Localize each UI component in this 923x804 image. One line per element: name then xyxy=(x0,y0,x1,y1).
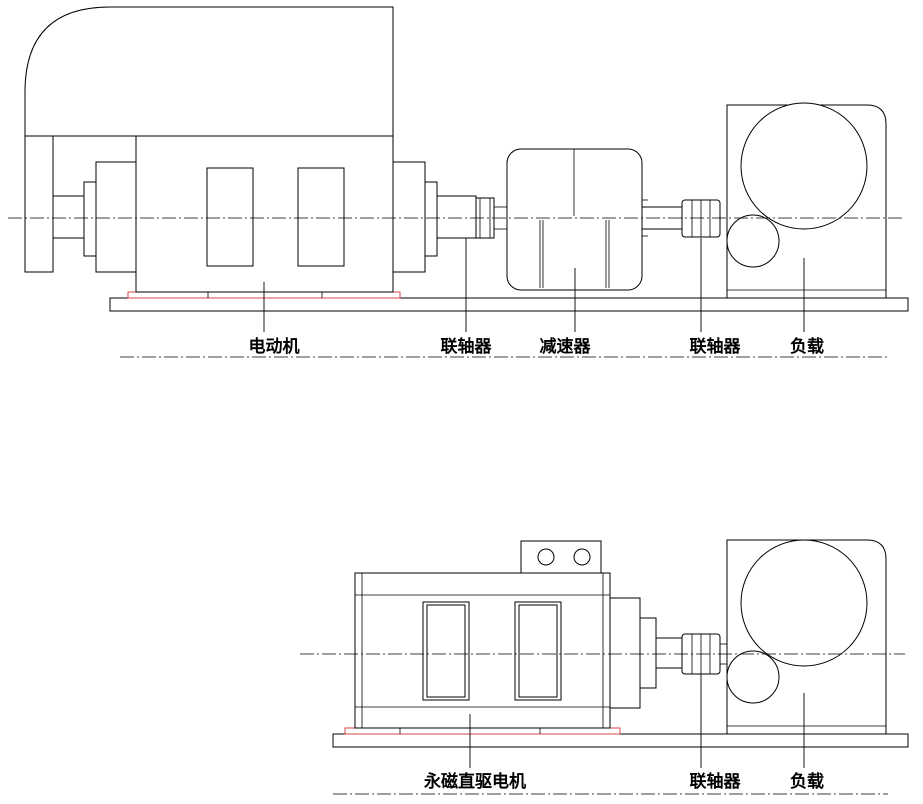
label-bottom-coupling: 联轴器 xyxy=(690,771,742,792)
label-motor: 电动机 xyxy=(249,336,300,357)
label-reducer: 减速器 xyxy=(540,336,592,357)
label-bottom-load: 负载 xyxy=(790,771,824,792)
bottom-drivetrain: 永磁直驱电机 联轴器 负载 xyxy=(300,539,909,795)
top-drivetrain: 电动机 联轴器 减速器 联轴器 负载 xyxy=(8,6,909,358)
label-coupling-2: 联轴器 xyxy=(690,336,742,357)
label-coupling-1: 联轴器 xyxy=(441,336,493,357)
top-base-plate xyxy=(109,291,909,312)
coupling-2 xyxy=(641,199,721,238)
load-machine xyxy=(726,102,887,299)
label-pm-motor: 永磁直驱电机 xyxy=(423,771,526,792)
bottom-load-machine xyxy=(726,539,887,735)
pm-direct-drive-motor xyxy=(354,540,683,729)
gear-reducer xyxy=(506,148,648,291)
label-load: 负载 xyxy=(790,336,824,357)
motor xyxy=(24,6,477,293)
